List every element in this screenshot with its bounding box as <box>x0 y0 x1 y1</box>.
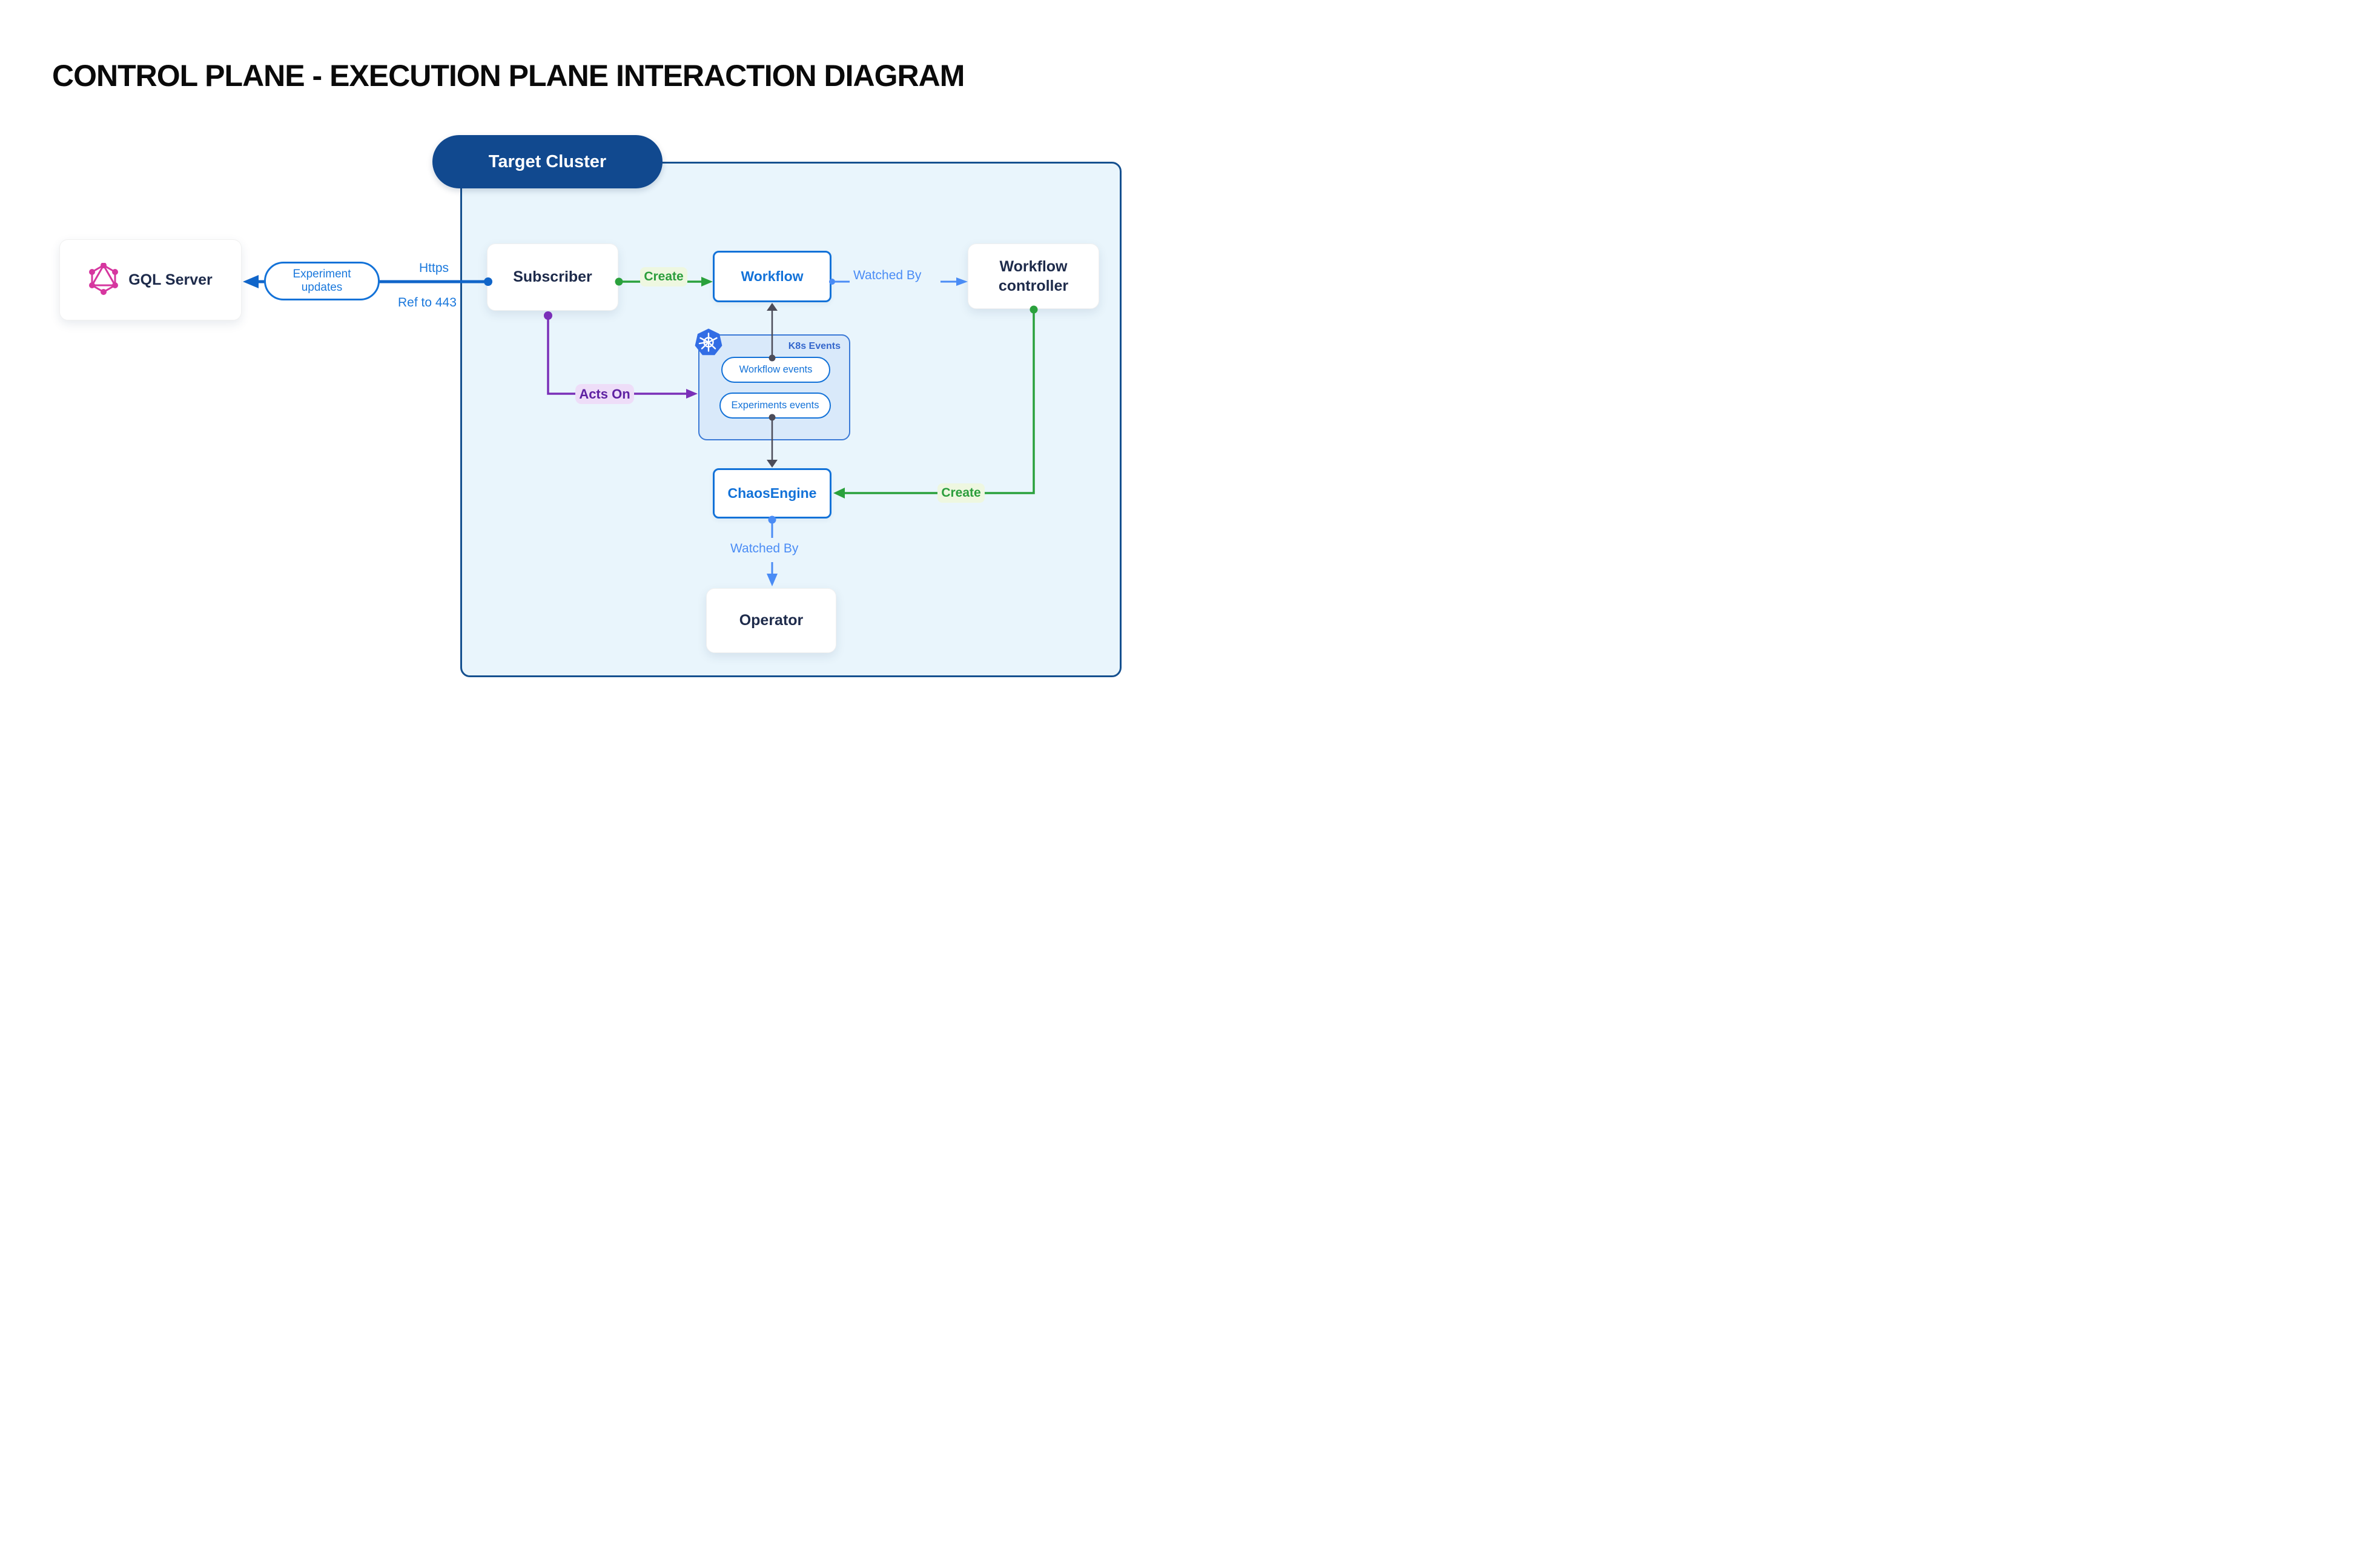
target-cluster-label: Target Cluster <box>488 151 607 171</box>
edge-label-acts-on: Acts On <box>575 384 634 404</box>
node-experiments-events: Experiments events <box>719 393 831 419</box>
node-subscriber: Subscriber <box>487 244 618 311</box>
workflow-label: Workflow <box>741 268 804 284</box>
node-operator: Operator <box>706 588 836 653</box>
node-workflow: Workflow <box>713 251 831 302</box>
target-cluster-badge: Target Cluster <box>432 135 663 188</box>
graphql-icon <box>89 263 119 295</box>
node-workflow-events: Workflow events <box>721 357 830 383</box>
chaos-engine-label: ChaosEngine <box>727 485 817 501</box>
edge-label-ref-to-443: Ref to 443 <box>398 296 457 310</box>
edge-label-experiment-updates: Experiment updates <box>264 262 380 300</box>
node-workflow-controller: Workflow controller <box>968 244 1099 309</box>
node-gql-server: GQL Server <box>59 239 242 320</box>
diagram-canvas: CONTROL PLANE - EXECUTION PLANE INTERACT… <box>0 0 1190 772</box>
edge-label-watched-by-bottom: Watched By <box>730 542 799 555</box>
page-title: CONTROL PLANE - EXECUTION PLANE INTERACT… <box>52 59 965 93</box>
workflow-controller-label: Workflow controller <box>998 257 1069 295</box>
subscriber-label: Subscriber <box>513 268 592 285</box>
edge-label-create-right: Create <box>937 483 985 503</box>
edge-label-watched-by-top: Watched By <box>853 268 922 282</box>
node-chaos-engine: ChaosEngine <box>713 468 831 519</box>
operator-label: Operator <box>739 612 804 629</box>
edge-label-create-left: Create <box>640 267 687 287</box>
kubernetes-icon <box>695 328 722 356</box>
gql-server-label: GQL Server <box>128 271 213 288</box>
k8s-events-label: K8s Events <box>788 341 841 351</box>
edge-label-https: Https <box>419 261 449 275</box>
